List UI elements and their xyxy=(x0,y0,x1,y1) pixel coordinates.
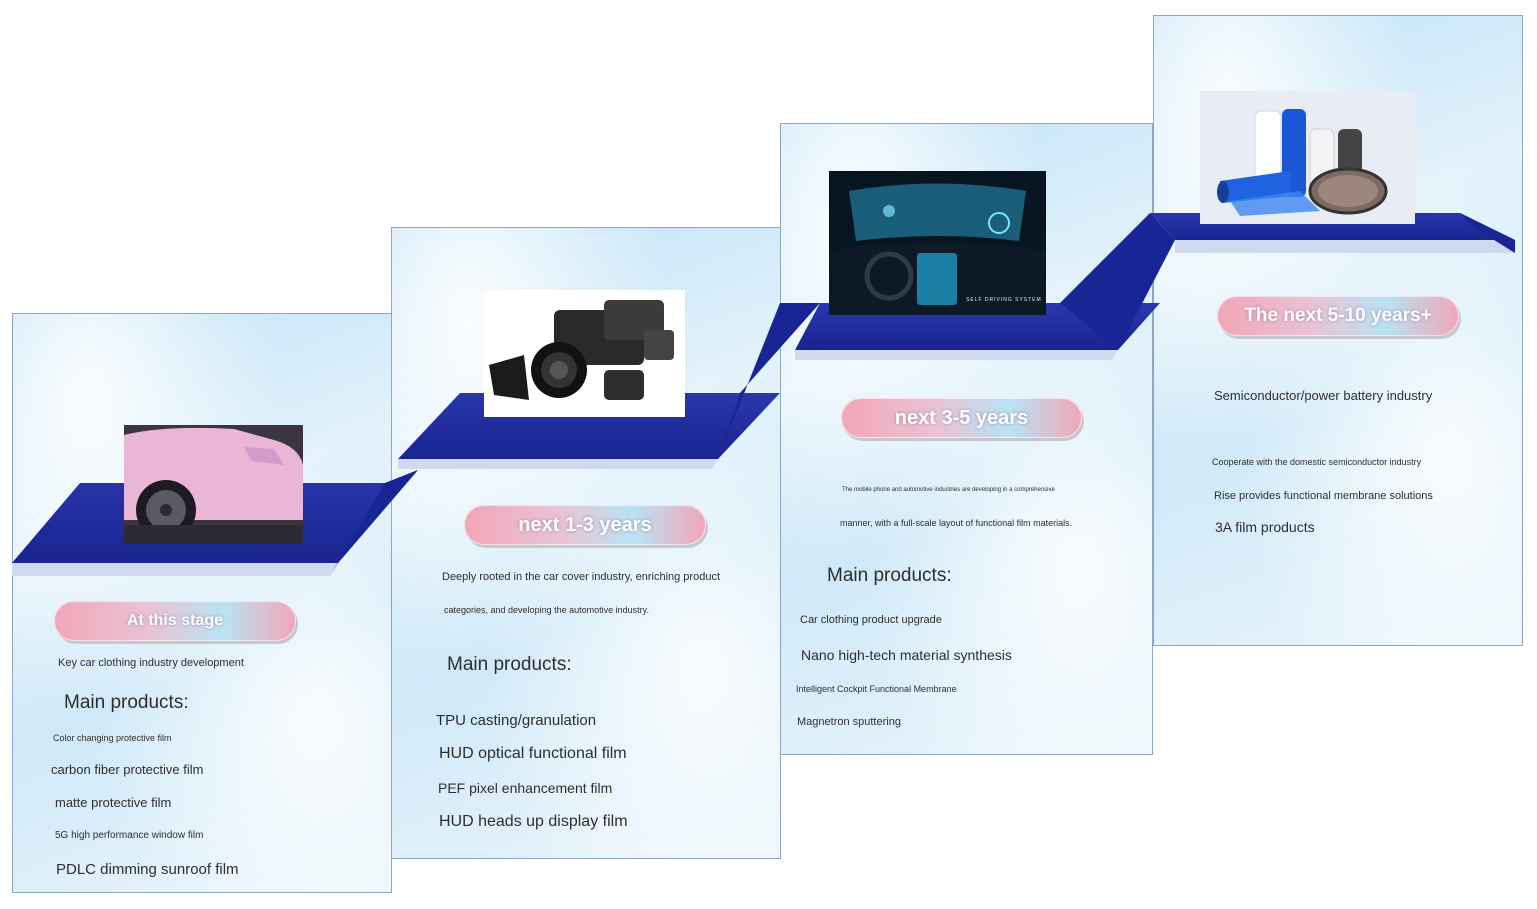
stage-4-item: Cooperate with the domestic semiconducto… xyxy=(1212,457,1422,467)
stage-2-products-heading: Main products: xyxy=(447,654,572,675)
stage-2-product: PEF pixel enhancement film xyxy=(438,780,613,796)
stage-1-products-heading: Main products: xyxy=(64,692,189,713)
stage-3-intro: The mobile phone and automotive industri… xyxy=(842,487,1055,493)
riser-2 xyxy=(718,303,820,459)
stage-4-intro: Semiconductor/power battery industry xyxy=(1214,388,1433,403)
stage-2-product: HUD optical functional film xyxy=(439,745,627,762)
step-edge xyxy=(398,459,718,469)
pink-car-image xyxy=(124,425,303,544)
riser-3 xyxy=(1060,213,1175,350)
riser-4 xyxy=(1460,213,1515,253)
stage-1-intro: Key car clothing industry development xyxy=(58,657,244,669)
film-rolls-wafer-icon xyxy=(1200,91,1415,224)
stage-3-product: Magnetron sputtering xyxy=(797,716,901,728)
stage-3-product: Intelligent Cockpit Functional Membrane xyxy=(796,684,957,694)
step-edge xyxy=(795,350,1118,360)
stage-3-product: Nano high-tech material synthesis xyxy=(801,647,1012,663)
stage-badge-3: next 3-5 years xyxy=(841,398,1082,438)
smart-cockpit-icon xyxy=(829,171,1046,315)
stage-3-product: Car clothing product upgrade xyxy=(800,614,942,626)
stage-1-product: 5G high performance window film xyxy=(55,830,204,841)
stage-3-intro: manner, with a full-scale layout of func… xyxy=(840,518,1073,528)
cockpit-caption: SELF DRIVING SYSTEM xyxy=(966,297,1042,303)
stage-4-item: 3A film products xyxy=(1215,519,1315,535)
step-edge xyxy=(1175,240,1515,253)
stage-2-intro: categories, and developing the automotiv… xyxy=(444,605,649,615)
stage-1-product: matte protective film xyxy=(55,795,172,810)
stage-2-product: TPU casting/granulation xyxy=(436,712,597,729)
camera-lens-icon xyxy=(484,290,685,417)
pink-car-icon xyxy=(124,425,303,544)
stage-badge-4: The next 5-10 years+ xyxy=(1217,296,1459,336)
film-rolls-image xyxy=(1200,91,1415,224)
stage-1-product: PDLC dimming sunroof film xyxy=(56,861,239,878)
stage-2-product: HUD heads up display film xyxy=(439,813,628,830)
camera-image xyxy=(484,290,685,417)
stage-3-products-heading: Main products: xyxy=(827,565,952,586)
stage-1-product: carbon fiber protective film xyxy=(51,762,204,777)
stage-badge-1: At this stage xyxy=(54,601,296,641)
stage-4-item: Rise provides functional membrane soluti… xyxy=(1214,490,1433,502)
cockpit-image: SELF DRIVING SYSTEM xyxy=(829,171,1046,315)
step-edge xyxy=(12,563,338,576)
stage-1-product: Color changing protective film xyxy=(53,733,172,743)
stage-badge-2: next 1-3 years xyxy=(464,505,706,545)
stage-2-intro: Deeply rooted in the car cover industry,… xyxy=(442,571,720,583)
